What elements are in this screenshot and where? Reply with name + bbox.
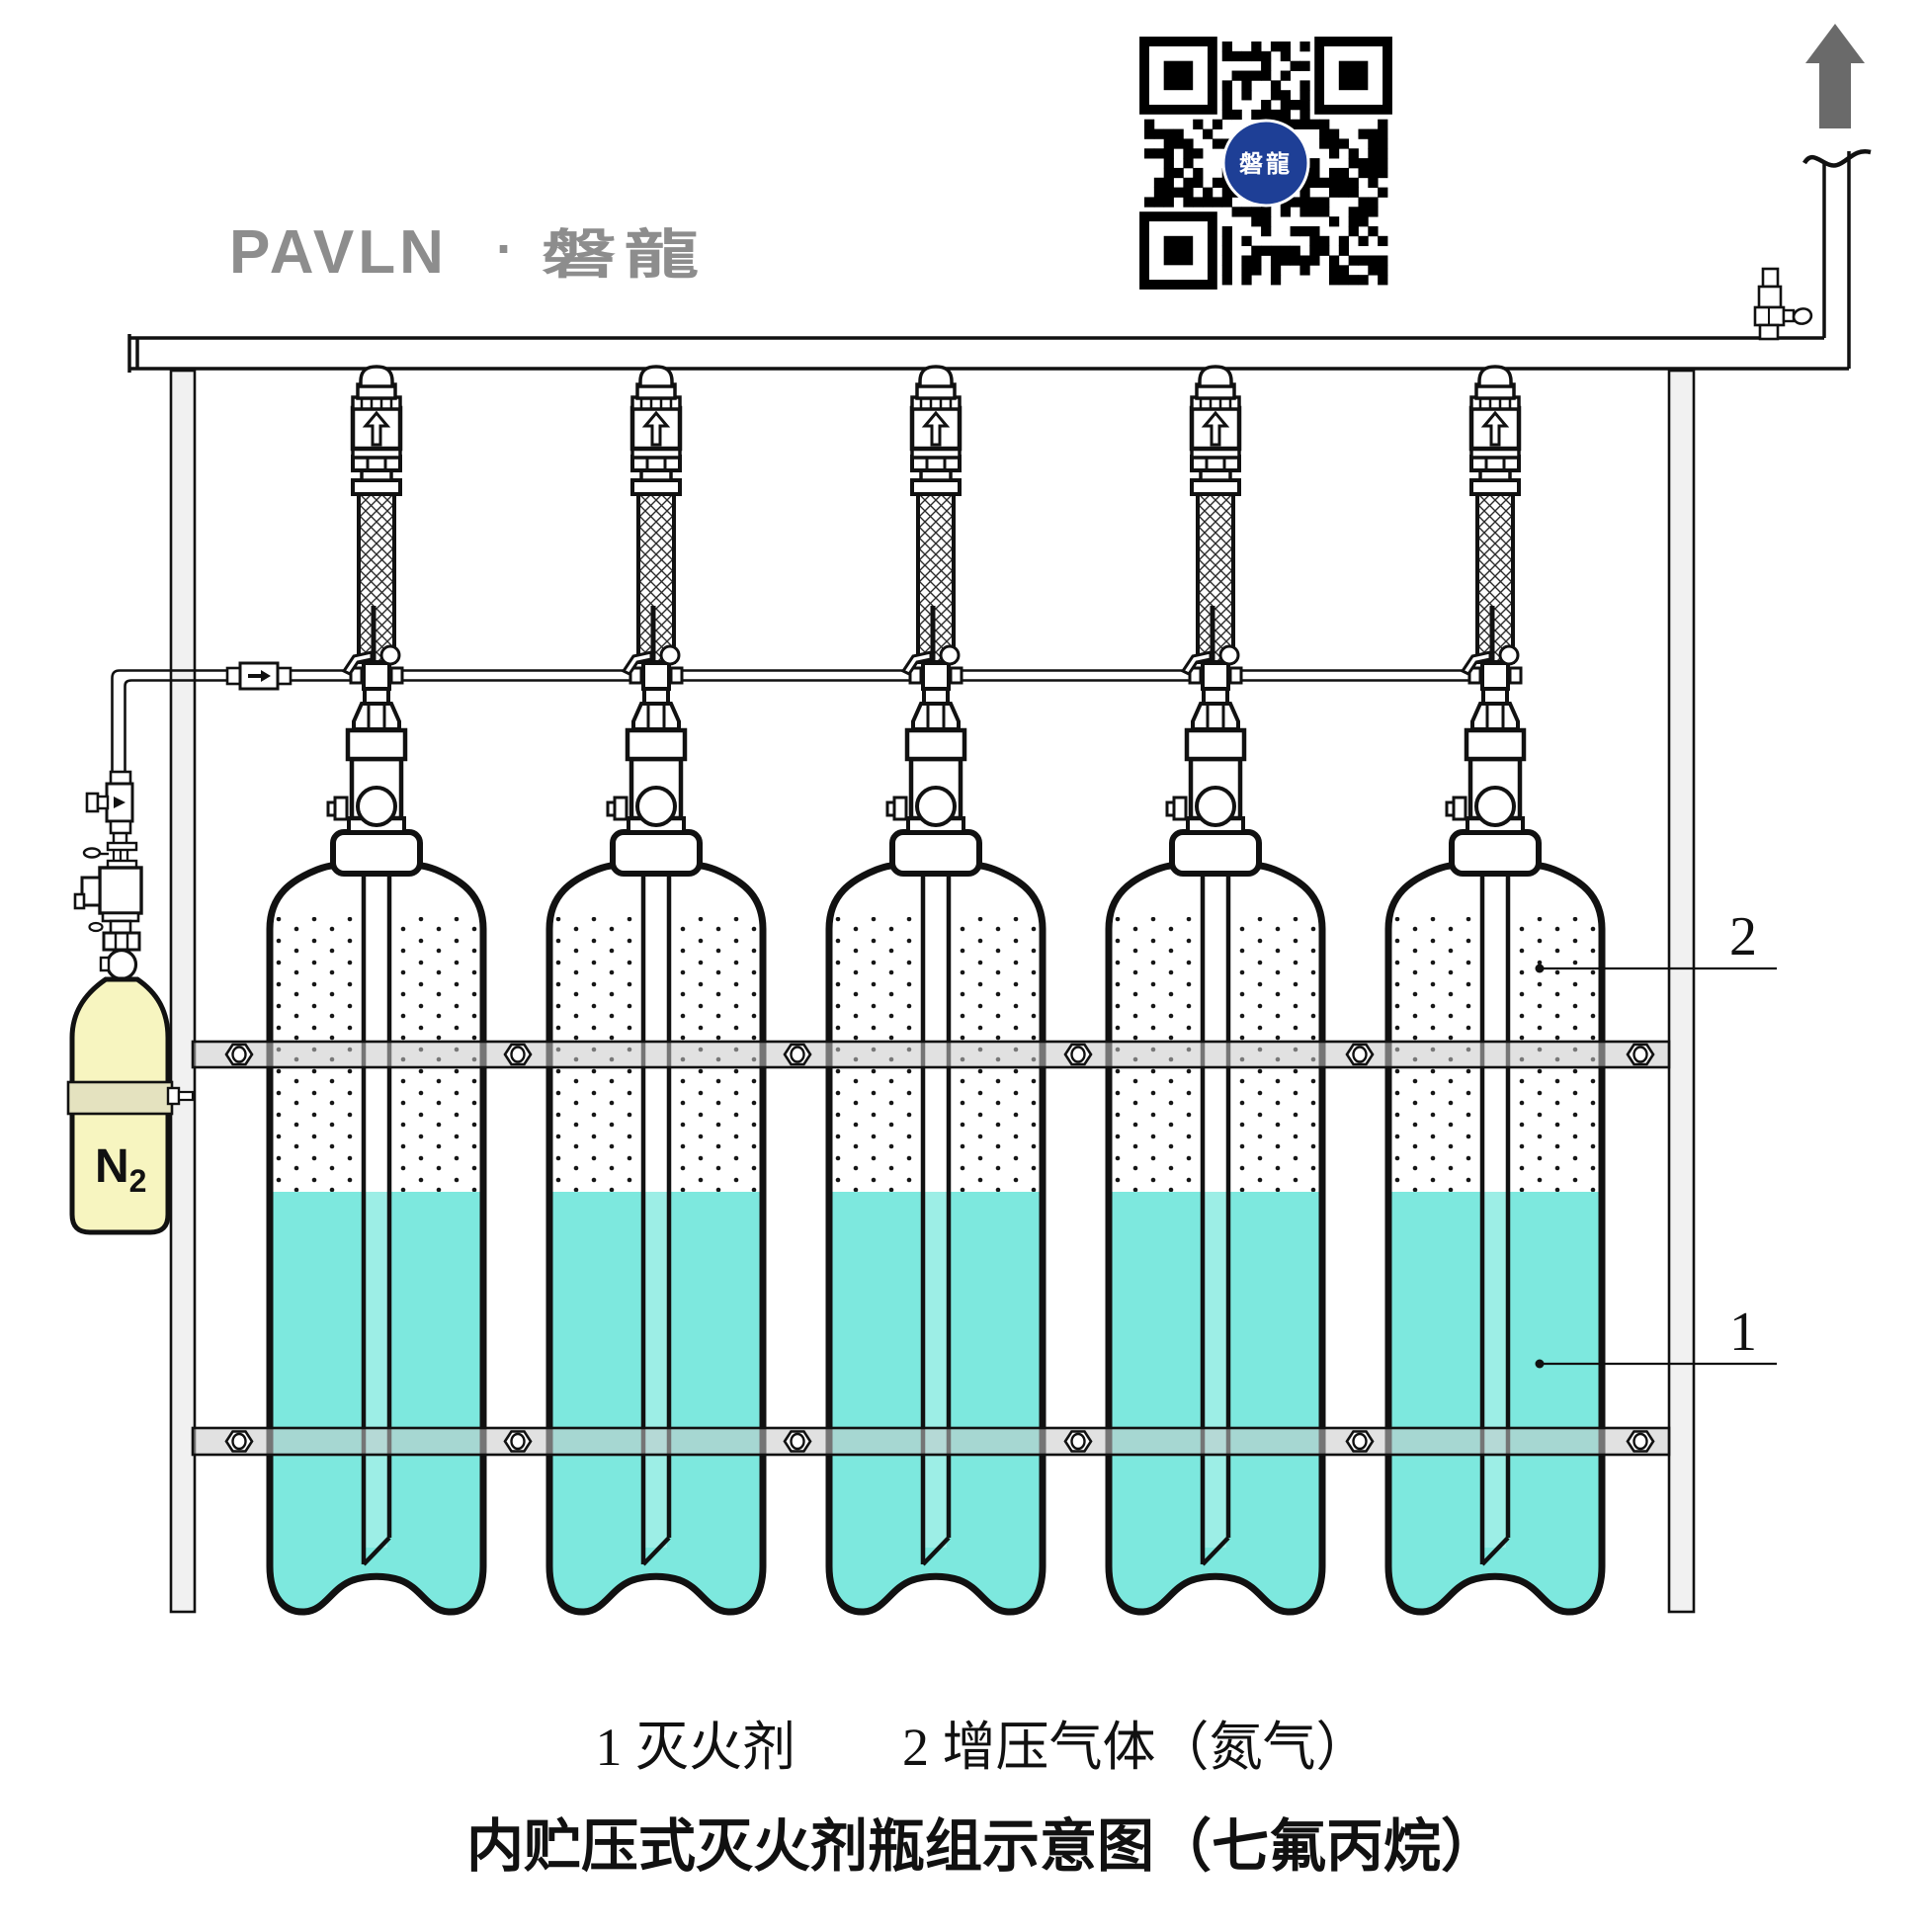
pilot-check-left	[225, 666, 242, 686]
pilot-line-inner	[124, 679, 1522, 772]
frame-post-right	[1667, 369, 1696, 1614]
qr-center-badge	[1221, 119, 1310, 208]
rail-bolt	[1063, 1043, 1093, 1066]
n2-flange-top	[106, 841, 138, 852]
n2-valve-ball	[105, 948, 138, 981]
n2-solenoid-body	[98, 866, 143, 915]
discharge-riser	[1802, 24, 1872, 369]
callout-1-number: 1	[1729, 1302, 1757, 1363]
relief-valve-stem	[1758, 323, 1780, 341]
legend-caption: 1 灭火剂 2 增压气体（氮气）	[596, 1718, 1370, 1777]
n2-pipe-stub	[112, 833, 128, 843]
relief-valve-body	[1757, 285, 1783, 309]
n2-strap-fitting	[166, 1086, 181, 1106]
rail-lower	[191, 1426, 1671, 1457]
frame-post-left	[169, 369, 197, 1614]
relief-valve-handle-stub	[1782, 308, 1796, 323]
manifold-lines	[127, 334, 1849, 373]
right-arrow-icon	[114, 797, 126, 808]
brand-logo-separator: ·	[496, 219, 514, 279]
n2-tee-side-inner	[96, 795, 110, 810]
rail-bolt	[224, 1043, 254, 1066]
pipe-break-symbol	[1802, 149, 1872, 168]
n2-strap	[66, 1080, 174, 1116]
callout-1: 1	[1535, 1302, 1777, 1369]
rail-bolt	[1626, 1430, 1655, 1453]
flow-direction-arrow-icon	[1805, 24, 1865, 128]
brand-logo: PAVLN · 磐龍	[229, 218, 707, 287]
right-arrow-icon	[261, 670, 271, 682]
rail-bolt	[1626, 1043, 1655, 1066]
n2-solenoid-tip	[73, 892, 86, 910]
callout-2-number: 2	[1729, 906, 1757, 967]
n2-solenoid-coil	[80, 876, 102, 907]
pilot-check-valve	[225, 661, 293, 691]
rail-bolt	[783, 1043, 812, 1066]
manifold-relief-valve	[1753, 267, 1813, 341]
n2-lower-ring	[88, 921, 104, 933]
qr-code: 磐龍	[1139, 37, 1392, 290]
diagram-title: 内贮压式灭火剂瓶组示意图（七氟丙烷）	[466, 1814, 1498, 1879]
n2-tee-bottom-collar	[109, 819, 132, 835]
manifold-pipe	[127, 334, 1849, 373]
n2-pilot-group: N2	[66, 770, 195, 1235]
rail-bolt	[783, 1430, 812, 1453]
pilot-check-right	[276, 666, 293, 686]
mounting-rails	[191, 1040, 1671, 1457]
brand-logo-latin: PAVLN	[229, 218, 448, 287]
n2-hex-nut	[102, 931, 141, 952]
pilot-line-outer	[111, 669, 1522, 772]
n2-lower-neck	[109, 919, 132, 935]
rail-bolt	[224, 1430, 254, 1453]
rail-bolt	[503, 1043, 533, 1066]
manifold-fill	[129, 338, 1849, 369]
riser-lines	[1822, 151, 1851, 369]
n2-tee-top-collar	[109, 770, 132, 786]
qr-center-label: 磐龍	[1239, 150, 1293, 178]
rail-bolt	[1063, 1430, 1093, 1453]
n2-label: N2	[95, 1140, 146, 1199]
rail-upper	[191, 1040, 1671, 1069]
n2-flange-bars	[112, 850, 129, 861]
n2-tee-side-outer	[85, 792, 100, 813]
callout-2: 2	[1535, 906, 1777, 973]
rail-bolt	[1345, 1043, 1375, 1066]
relief-valve-ring	[1792, 307, 1813, 325]
rail-bolt	[503, 1430, 533, 1453]
brand-logo-cjk: 磐龍	[542, 225, 707, 285]
rail-bolt	[1345, 1430, 1375, 1453]
n2-ball-stub	[99, 956, 111, 972]
pilot-actuation-line	[111, 661, 1522, 772]
n2-hex-facets	[114, 934, 129, 949]
n2-lever-ring	[82, 847, 102, 859]
n2-strap-bolt	[177, 1090, 195, 1102]
relief-valve-cap	[1761, 267, 1780, 289]
